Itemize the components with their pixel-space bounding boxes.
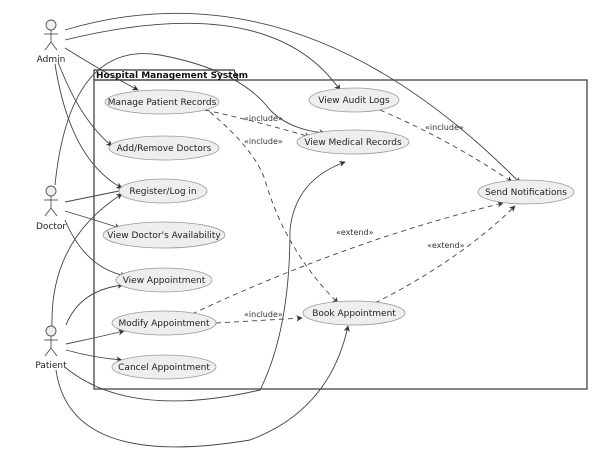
extend-book-to-notifications <box>374 205 516 304</box>
usecase-label: Cancel Appointment <box>118 363 210 373</box>
usecase-register-login[interactable] <box>118 178 208 204</box>
usecase-view-appointment[interactable] <box>115 267 213 293</box>
usecase-label: View Doctor's Availability <box>107 231 221 241</box>
usecase-modify-appointment[interactable] <box>111 310 217 336</box>
usecase-label: Modify Appointment <box>118 319 210 329</box>
usecase-send-notifications[interactable] <box>477 179 575 205</box>
label-include-2: «include» <box>244 137 283 146</box>
assoc-admin-manage-records <box>64 47 139 91</box>
assoc-doctor-view-appointment <box>64 219 127 279</box>
label-include-3: «include» <box>425 123 464 132</box>
usecase-label: View Appointment <box>123 276 206 286</box>
usecase-label: Send Notifications <box>485 188 567 198</box>
usecase-view-medical-records[interactable] <box>296 129 410 155</box>
extend-modify-to-notifications <box>191 201 504 315</box>
usecase-label: Register/Log in <box>129 187 196 197</box>
assoc-patient-view-medical-records <box>65 160 346 402</box>
actor-patient-label: Patient <box>35 361 67 371</box>
label-include-4: «include» <box>244 310 283 319</box>
usecase-add-remove-doctors[interactable] <box>108 135 220 161</box>
assoc-patient-modify-appointment <box>65 329 125 345</box>
usecase-label: Manage Patient Records <box>108 98 217 108</box>
system-title: Hospital Management System <box>96 71 248 81</box>
actor-patient[interactable] <box>44 325 58 357</box>
assoc-admin-send-notifications <box>64 12 521 184</box>
label-include-1: «include» <box>244 114 283 123</box>
include-manage-to-book-appointment <box>209 111 339 304</box>
usecase-cancel-appointment[interactable] <box>111 354 217 380</box>
assoc-admin-register-login <box>54 63 123 189</box>
usecase-label: Add/Remove Doctors <box>117 144 212 154</box>
include-audit-to-notifications <box>379 109 513 183</box>
usecase-view-doctors-availability[interactable] <box>102 221 226 249</box>
usecase-label: Book Appointment <box>312 309 396 319</box>
assoc-doctor-view-availability <box>64 210 121 230</box>
assoc-patient-register-login <box>51 193 123 327</box>
system-boundary: Hospital Management System <box>93 69 588 390</box>
assoc-admin-add-remove-doctors <box>57 61 113 147</box>
actor-admin[interactable] <box>44 19 58 51</box>
usecase-view-audit-logs[interactable] <box>308 87 400 113</box>
include-manage-to-view-medical <box>204 109 311 139</box>
actor-doctor-label: Doctor <box>36 222 66 232</box>
assoc-patient-cancel-appointment <box>65 349 123 363</box>
actor-doctor[interactable] <box>44 185 58 217</box>
assoc-doctor-view-medical-records <box>54 53 326 186</box>
usecase-label: View Medical Records <box>304 138 402 148</box>
assoc-patient-view-appointment <box>65 282 124 326</box>
assoc-admin-view-audit-logs <box>64 22 341 91</box>
label-extend-2: «extend» <box>427 241 465 250</box>
usecase-label: View Audit Logs <box>318 96 390 106</box>
assoc-patient-book-appointment <box>55 325 350 448</box>
usecase-book-appointment[interactable] <box>302 300 406 326</box>
usecase-manage-patient-records[interactable] <box>104 89 220 115</box>
label-extend-1: «extend» <box>336 228 374 237</box>
actor-admin-label: Admin <box>37 55 66 65</box>
